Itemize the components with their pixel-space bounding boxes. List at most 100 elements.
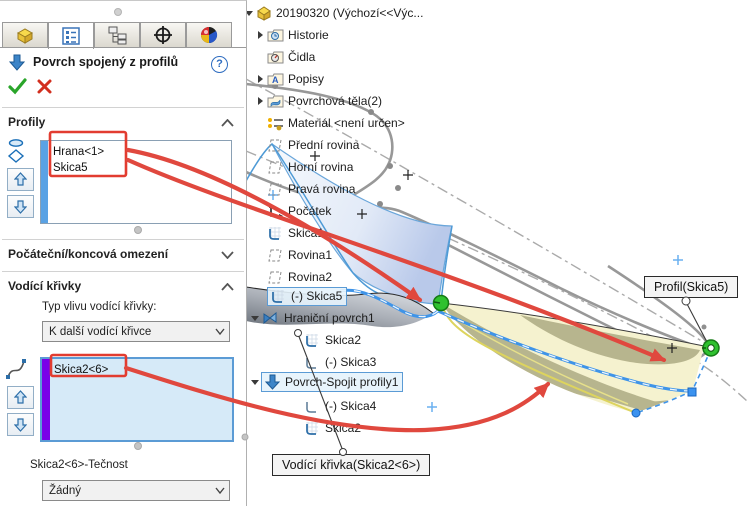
section-profiles-header[interactable]: Profily (8, 115, 46, 129)
expand-arrow-icon[interactable] (254, 97, 267, 105)
tree-label[interactable]: Horní rovina (288, 160, 354, 174)
guide-curve-selector-icon (6, 359, 26, 379)
divider (2, 239, 244, 240)
tree-label[interactable]: (-) Skica3 (325, 355, 377, 369)
guide-curves-selection-list[interactable]: Skica2<6> (40, 357, 234, 442)
collapse-chevron-icon[interactable] (221, 119, 234, 127)
tab-strip-divider (0, 47, 246, 48)
tree-item-history[interactable]: Historie (254, 26, 329, 44)
dropdown-value: Žádný (49, 484, 81, 497)
divider (2, 107, 244, 108)
expand-arrow-icon[interactable] (248, 315, 261, 321)
panel-splitter-handle[interactable] (114, 8, 122, 16)
up-arrow-icon (14, 172, 27, 186)
tree-label[interactable]: Povrchová těla(2) (288, 94, 383, 108)
influence-type-dropdown[interactable]: K další vodící křivce (42, 321, 230, 342)
move-up-button[interactable] (7, 386, 34, 409)
expand-arrow-icon[interactable] (248, 379, 261, 385)
expand-arrow-icon[interactable] (254, 75, 267, 83)
tree-label[interactable]: Povrch-Spojit profily1 (285, 375, 399, 389)
move-down-button[interactable] (7, 413, 34, 436)
tree-item-sensors[interactable]: Čidla (254, 48, 315, 66)
tab-configurationmanager[interactable] (94, 22, 140, 48)
section-constraints-header[interactable]: Počáteční/koncová omezení (8, 247, 169, 261)
folder-annotations-icon: A (267, 73, 284, 85)
selection-stripe (41, 141, 48, 223)
section-guide-curves-header[interactable]: Vodící křivky (8, 279, 82, 293)
move-up-button[interactable] (7, 168, 34, 191)
tree-item-sketch2[interactable]: Skica2 (304, 331, 361, 349)
tree-item-sketch4[interactable]: (-) Skica4 (304, 397, 376, 415)
tree-item-sketch1[interactable]: Skica1 (254, 224, 324, 242)
selected-tree-item-box[interactable]: Povrch-Spojit profily1 (261, 372, 404, 392)
tab-propertymanager[interactable] (48, 22, 94, 49)
tangency-dropdown[interactable]: Žádný (42, 480, 230, 501)
tree-label[interactable]: 20190320 (Výchozí<<Výc... (276, 6, 424, 20)
tab-featuremanager[interactable] (2, 22, 48, 48)
sketch-icon (269, 226, 281, 240)
tree-label[interactable]: Pravá rovina (288, 182, 356, 196)
tree-item-boundary-surface[interactable]: Hraniční povrch1 (248, 309, 375, 327)
tree-label[interactable]: (-) Skica4 (325, 399, 377, 413)
tree-label[interactable]: Hraniční povrch1 (284, 311, 375, 325)
tree-item-surface-bodies[interactable]: Povrchová těla(2) (254, 92, 382, 110)
list-resize-handle[interactable] (134, 226, 142, 234)
tree-label[interactable]: Rovina2 (288, 270, 333, 284)
property-manager-title: Povrch spojený z profilů (33, 55, 179, 69)
guide-curve-list-item[interactable]: Skica2<6> (54, 364, 109, 376)
down-arrow-icon (14, 200, 27, 214)
folder-history-icon (267, 29, 284, 41)
expand-arrow-icon[interactable] (254, 31, 267, 39)
tree-item-plane1[interactable]: Rovina1 (254, 246, 332, 264)
feature-title-row: Povrch spojený z profilů (8, 53, 178, 71)
tree-item-annotations[interactable]: A Popisy (254, 70, 324, 88)
tree-item-top-plane[interactable]: Horní rovina (254, 158, 353, 176)
ok-button[interactable] (8, 77, 28, 95)
list-resize-handle[interactable] (134, 442, 142, 450)
tree-label[interactable]: Materiál <není určen> (288, 116, 405, 130)
profiles-selector-icon (7, 139, 25, 163)
dimxpert-icon (154, 26, 172, 44)
tree-item-front-plane[interactable]: Přední rovina (254, 136, 359, 154)
profile-handle-square[interactable] (687, 387, 697, 397)
tree-item-origin[interactable]: Počátek (254, 202, 331, 220)
tree-item-part[interactable]: 20190320 (Výchozí<<Výc... (242, 4, 423, 22)
up-arrow-icon (14, 390, 27, 404)
tree-label[interactable]: Skica1 (288, 226, 325, 240)
tree-label[interactable]: Skica2 (325, 421, 362, 435)
expand-chevron-icon[interactable] (221, 251, 234, 259)
selected-tree-item-box[interactable]: (-) Skica5 (267, 286, 348, 306)
profile-list-item[interactable]: Skica5 (53, 162, 88, 174)
tree-item-right-plane[interactable]: Pravá rovina (254, 180, 355, 198)
tangency-label: Skica2<6>-Tečnost (30, 459, 128, 471)
tree-item-material[interactable]: Materiál <není určen> (254, 114, 405, 132)
callout-profile[interactable]: Profil(Skica5) (644, 276, 739, 298)
tree-label[interactable]: Rovina1 (288, 248, 333, 262)
tree-label[interactable]: Přední rovina (288, 138, 360, 152)
tree-label[interactable]: Čidla (288, 50, 316, 64)
cancel-button[interactable] (36, 78, 53, 95)
expand-arrow-icon[interactable] (242, 10, 255, 16)
tab-displaymanager[interactable] (186, 22, 232, 48)
tab-dimxpertmanager[interactable] (140, 22, 186, 48)
tree-item-loft-surface[interactable]: Povrch-Spojit profily1 (248, 372, 404, 392)
tree-label[interactable]: Počátek (288, 204, 332, 218)
sketch-icon (306, 333, 318, 347)
collapse-chevron-icon[interactable] (221, 283, 234, 291)
move-down-button[interactable] (7, 195, 34, 218)
tree-label[interactable]: Skica2 (325, 333, 362, 347)
callout-guide-curve[interactable]: Vodící křivka(Skica2<6>) (272, 454, 431, 476)
profile-list-item[interactable]: Hrana<1> (53, 146, 105, 158)
tree-item-sketch3[interactable]: (-) Skica3 (304, 353, 376, 371)
propertymanager-icon (62, 27, 80, 45)
tree-label[interactable]: (-) Skica5 (291, 289, 343, 303)
tree-item-plane2[interactable]: Rovina2 (254, 268, 332, 286)
profiles-selection-list[interactable]: Hrana<1> Skica5 (40, 140, 232, 224)
tree-label[interactable]: Historie (288, 28, 329, 42)
tree-label[interactable]: Popisy (288, 72, 325, 86)
profile-handle-dot[interactable] (631, 408, 641, 418)
tree-item-sketch2b[interactable]: Skica2 (304, 419, 361, 437)
help-icon[interactable]: ? (211, 56, 228, 73)
tree-item-sketch5[interactable]: (-) Skica5 (254, 286, 348, 306)
